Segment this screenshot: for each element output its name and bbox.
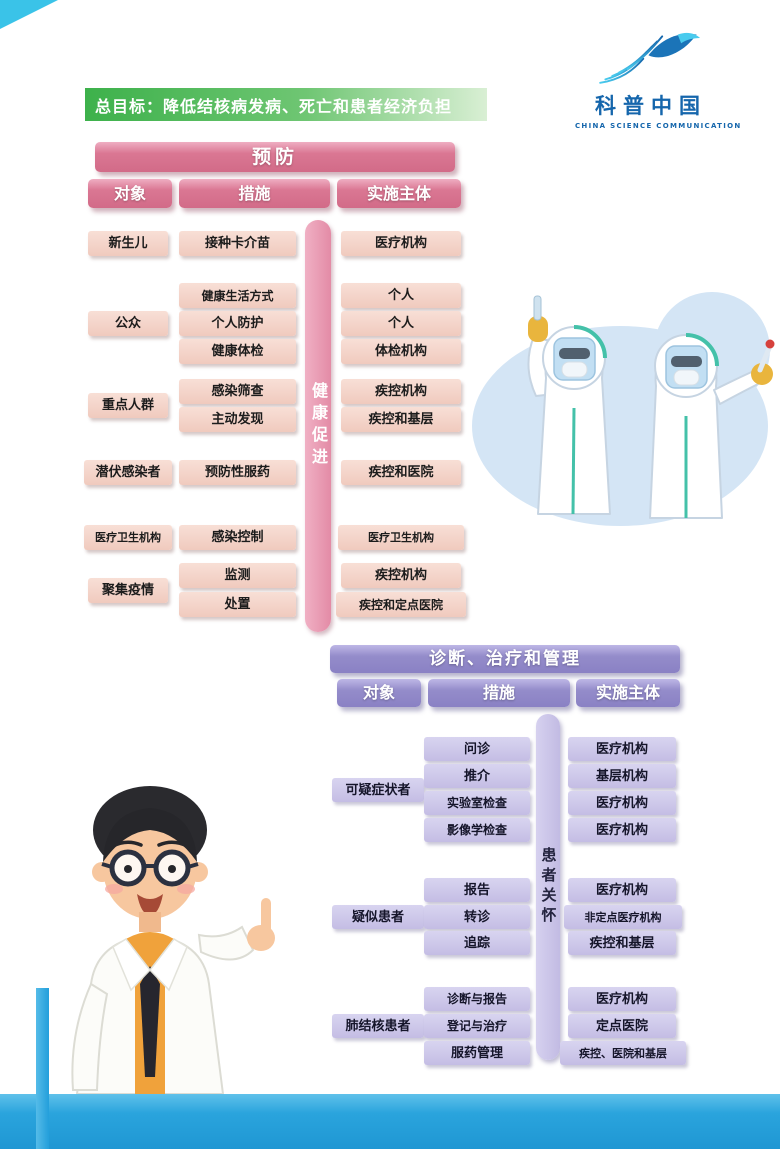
diagnosis-measure-box: 服药管理 <box>424 1041 530 1065</box>
prevention-object-box: 医疗卫生机构 <box>84 525 172 550</box>
patient-care-bar: 患者关怀 <box>536 714 560 1060</box>
prevention-object-box: 新生儿 <box>88 231 168 256</box>
prevention-measure-box: 监测 <box>179 563 296 588</box>
prevention-object-box: 公众 <box>88 311 168 336</box>
health-promotion-label: 健康促进 <box>309 382 328 470</box>
diagnosis-measure-box: 追踪 <box>424 931 530 955</box>
goal-banner: 总目标：降低结核病发病、死亡和患者经济负担 <box>85 88 487 121</box>
diagnosis-measure-box: 登记与治疗 <box>424 1014 530 1038</box>
prevention-object-box: 聚集疫情 <box>88 578 168 603</box>
prevention-entity-box: 个人 <box>341 311 461 336</box>
corner-triangle-decoration <box>0 0 58 29</box>
prevention-entity-box: 体检机构 <box>341 339 461 364</box>
prevention-measure-box: 预防性服药 <box>179 460 296 485</box>
prevention-section-title: 预防 <box>95 142 455 172</box>
diagnosis-entity-box: 非定点医疗机构 <box>564 905 682 929</box>
doctor-illustration <box>55 772 320 1094</box>
prevention-measure-box: 健康生活方式 <box>179 283 296 308</box>
logo-subtitle: CHINA SCIENCE COMMUNICATION <box>575 122 742 130</box>
prevention-column-object: 对象 <box>88 179 172 208</box>
diagnosis-column-entity: 实施主体 <box>576 679 680 707</box>
logo-feather-icon <box>599 32 701 84</box>
diagnosis-measure-box: 报告 <box>424 878 530 902</box>
diagnosis-object-box: 肺结核患者 <box>332 1014 424 1038</box>
prevention-measure-box: 主动发现 <box>179 407 296 432</box>
prevention-entity-box: 疾控和医院 <box>341 460 461 485</box>
left-blue-bar-decoration <box>36 988 49 1149</box>
ppe-workers-illustration <box>470 278 775 530</box>
diagnosis-column-object: 对象 <box>337 679 421 707</box>
prevention-column-measure: 措施 <box>179 179 330 208</box>
prevention-entity-box: 疾控和基层 <box>341 407 461 432</box>
prevention-measure-box: 感染筛查 <box>179 379 296 404</box>
diagnosis-object-box: 疑似患者 <box>332 905 424 929</box>
prevention-measure-box: 健康体检 <box>179 339 296 364</box>
prevention-entity-box: 疾控机构 <box>341 379 461 404</box>
diagnosis-entity-box: 医疗机构 <box>568 737 676 761</box>
diagnosis-measure-box: 诊断与报告 <box>424 987 530 1011</box>
logo-name: 科普中国 <box>595 94 707 118</box>
prevention-object-box: 重点人群 <box>88 393 168 418</box>
health-promotion-bar: 健康促进 <box>305 220 331 632</box>
prevention-measure-box: 接种卡介苗 <box>179 231 296 256</box>
diagnosis-entity-box: 医疗机构 <box>568 818 676 842</box>
diagnosis-measure-box: 推介 <box>424 764 530 788</box>
diagnosis-measure-box: 影像学检查 <box>424 818 530 842</box>
diagnosis-column-measure: 措施 <box>428 679 570 707</box>
diagnosis-object-box: 可疑症状者 <box>332 778 424 802</box>
bottom-blue-band-decoration <box>0 1094 780 1149</box>
diagnosis-measure-box: 实验室检查 <box>424 791 530 815</box>
prevention-object-box: 潜伏感染者 <box>84 460 172 485</box>
prevention-entity-box: 疾控和定点医院 <box>336 592 466 617</box>
logo: 科普中国 CHINA SCIENCE COMMUNICATION <box>575 26 742 130</box>
prevention-entity-box: 医疗卫生机构 <box>338 525 464 550</box>
diagnosis-entity-box: 定点医院 <box>568 1014 676 1038</box>
diagnosis-entity-box: 医疗机构 <box>568 987 676 1011</box>
diagnosis-entity-box: 疾控和基层 <box>568 931 676 955</box>
diagnosis-measure-box: 转诊 <box>424 905 530 929</box>
prevention-entity-box: 医疗机构 <box>341 231 461 256</box>
prevention-entity-box: 个人 <box>341 283 461 308</box>
prevention-entity-box: 疾控机构 <box>341 563 461 588</box>
prevention-measure-box: 感染控制 <box>179 525 296 550</box>
diagnosis-entity-box: 疾控、医院和基层 <box>560 1041 686 1065</box>
diagnosis-entity-box: 基层机构 <box>568 764 676 788</box>
prevention-measure-box: 处置 <box>179 592 296 617</box>
prevention-measure-box: 个人防护 <box>179 311 296 336</box>
diagnosis-entity-box: 医疗机构 <box>568 878 676 902</box>
diagnosis-entity-box: 医疗机构 <box>568 791 676 815</box>
diagnosis-measure-box: 问诊 <box>424 737 530 761</box>
diagnosis-section-title: 诊断、治疗和管理 <box>330 645 680 673</box>
prevention-column-entity: 实施主体 <box>337 179 461 208</box>
patient-care-label: 患者关怀 <box>539 847 558 927</box>
